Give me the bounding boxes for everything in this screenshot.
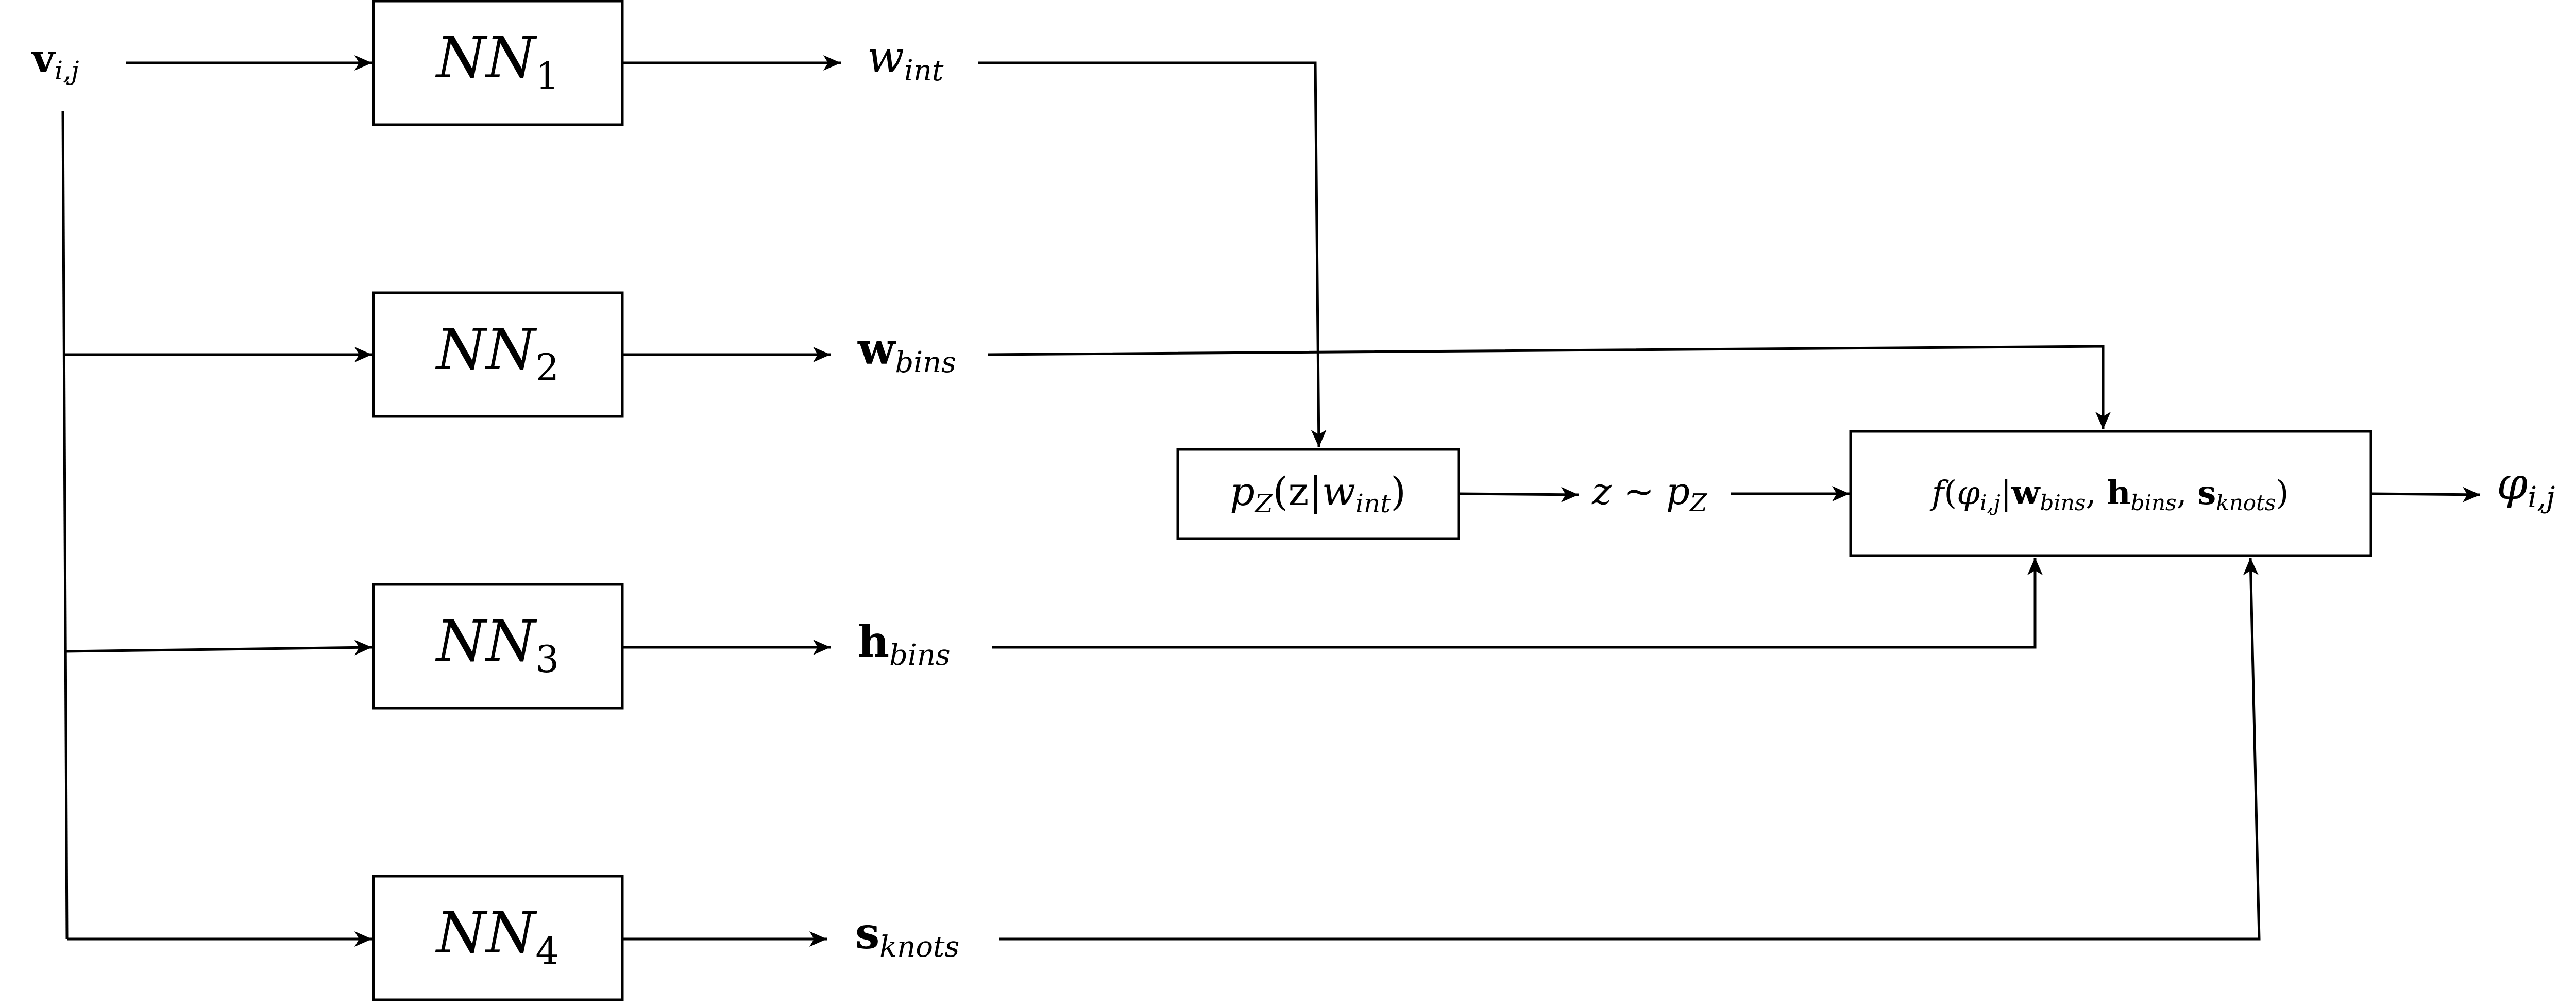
nn1-box <box>372 0 624 126</box>
nn3-box <box>372 583 624 710</box>
f-box <box>1849 430 2372 557</box>
nn3-label: NN3 <box>435 608 559 681</box>
w-int-label: wint <box>867 32 944 88</box>
input-label: vi,j <box>31 36 79 86</box>
nn4-box <box>372 875 624 1001</box>
edge-f-to-phi <box>2370 487 2481 502</box>
sample-label: z ~ pZ <box>1591 470 1708 517</box>
edge-w-int-to-pz <box>978 61 1327 448</box>
h-bins-label: hbins <box>858 616 951 672</box>
pz-label: pZ(z|wint) <box>1230 468 1406 518</box>
edge-h-bins-to-f <box>992 558 2043 649</box>
edge-trunk-to-nn3 <box>65 640 372 656</box>
s-knots-label: sknots <box>855 908 959 964</box>
input-trunk <box>61 110 69 940</box>
nn4-label: NN4 <box>435 900 559 973</box>
nn1-label: NN1 <box>435 25 559 97</box>
pz-box <box>1176 448 1460 540</box>
nn2-box <box>372 291 624 418</box>
f-label: f(φi,j|wbins, hbins, sknots) <box>1930 474 2289 515</box>
edge-pz-to-sample <box>1458 487 1579 502</box>
edge-w-bins-to-f <box>988 345 2111 429</box>
edge-s-knots-to-f <box>999 557 2261 941</box>
w-bins-label: wbins <box>857 323 956 379</box>
nn2-label: NN2 <box>435 316 559 389</box>
final-output-label: φi,j <box>2497 458 2555 514</box>
